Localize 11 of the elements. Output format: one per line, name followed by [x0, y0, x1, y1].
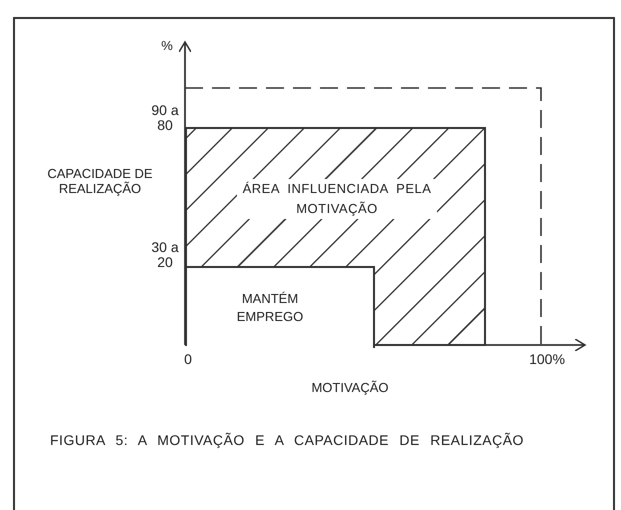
tick-label: 30 a 20: [150, 240, 180, 270]
tick-label: 100%: [528, 352, 566, 367]
axis-unit-label: %: [160, 38, 174, 53]
tick-label: 90 a 80: [150, 103, 180, 133]
area-label: ÁREA INFLUENCIADA PELA MOTIVAÇÃO: [237, 179, 437, 219]
tick-label: 0: [183, 352, 193, 367]
rectangle-box: MANTÉM EMPREGO: [187, 266, 375, 348]
axis-title: MOTIVAÇÃO: [310, 380, 390, 395]
hatched-area: [185, 127, 486, 346]
figure-caption: FIGURA 5: A MOTIVAÇÃO E A CAPACIDADE DE REALIZAÇÃO: [50, 431, 525, 450]
axis-title: CAPACIDADE DE REALIZAÇÃO: [46, 166, 154, 196]
